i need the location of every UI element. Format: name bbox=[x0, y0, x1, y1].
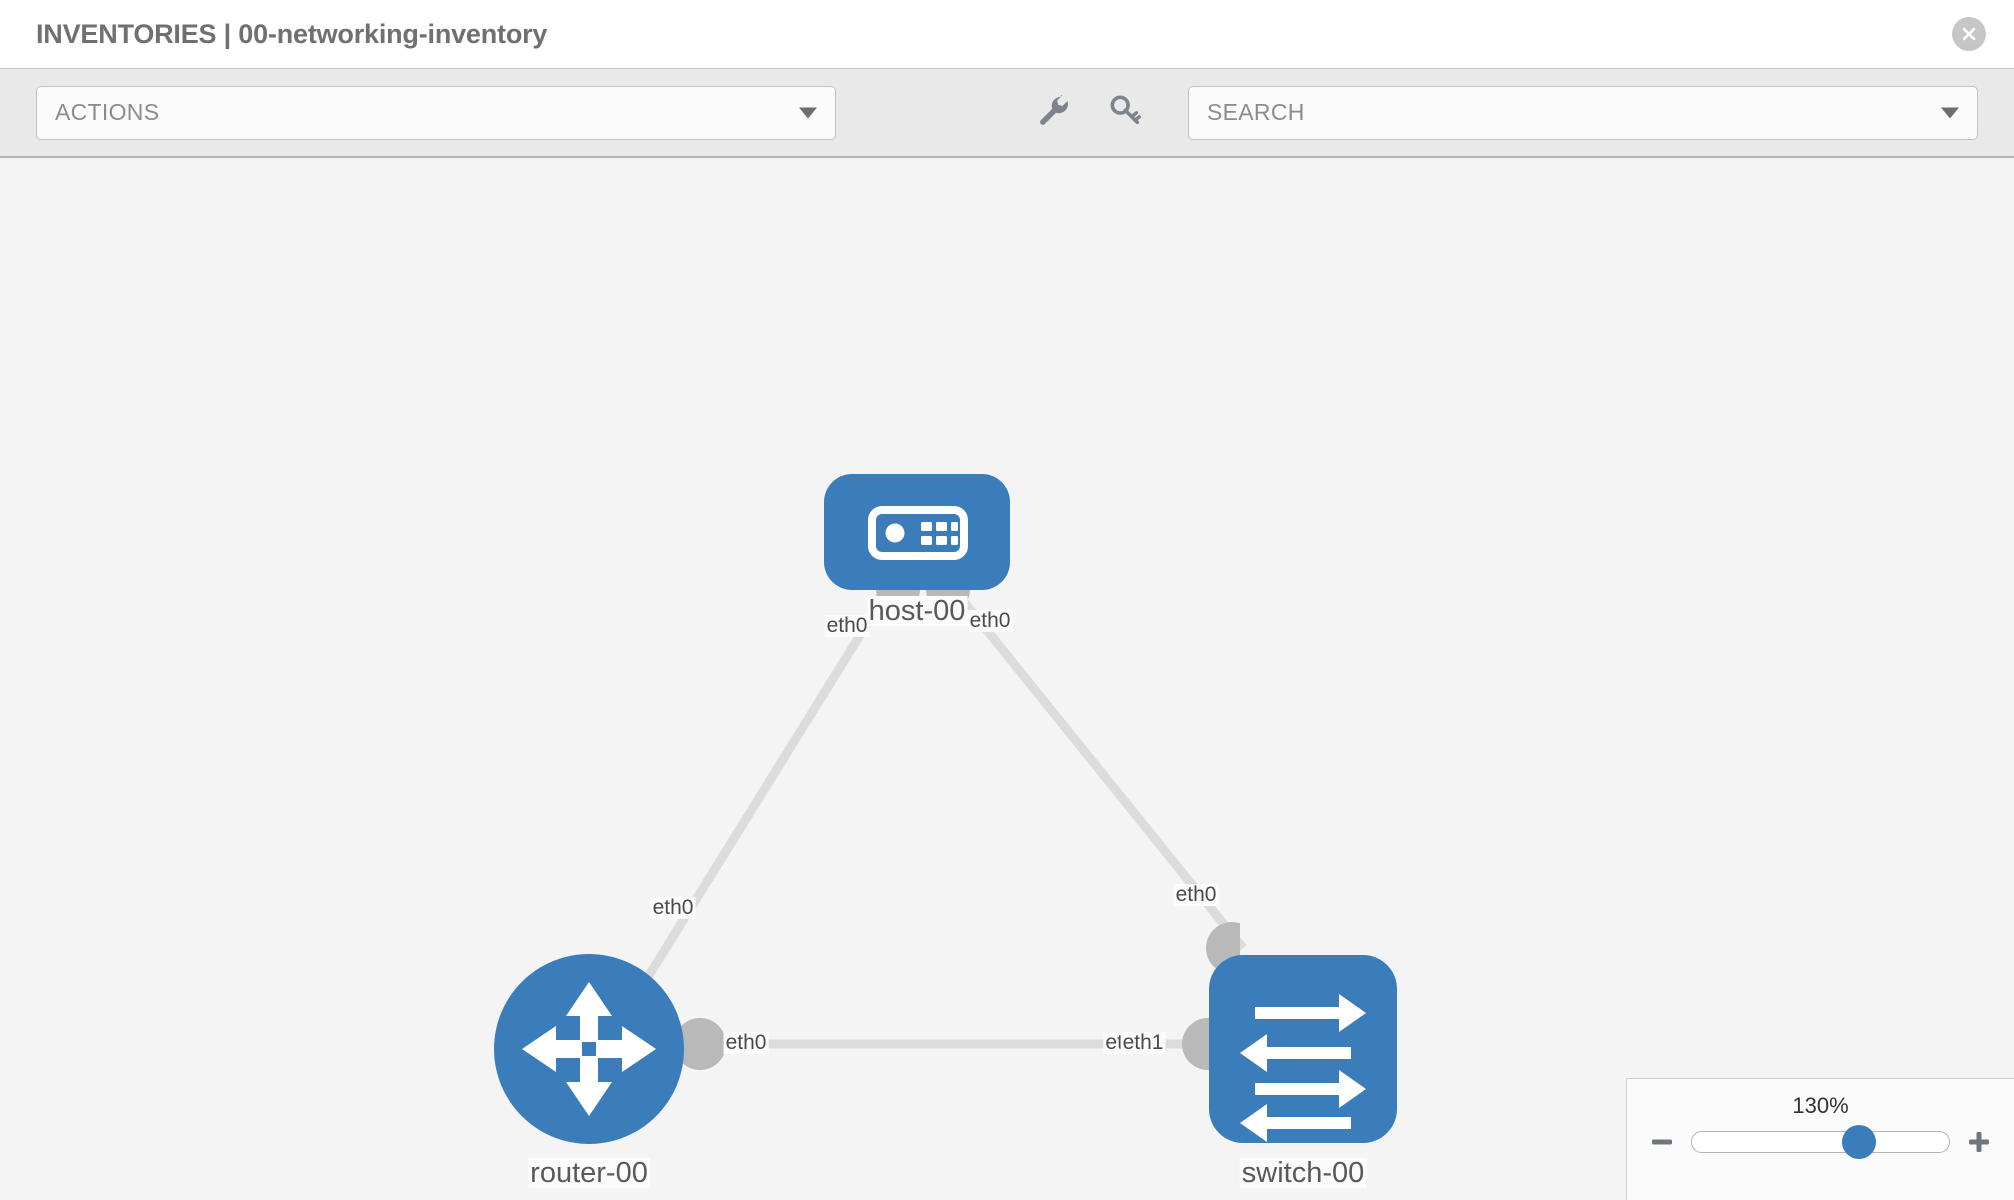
zoom-in-button[interactable] bbox=[1966, 1129, 1992, 1155]
topology-connectors bbox=[676, 576, 1240, 1070]
topology-edges bbox=[626, 579, 1247, 1049]
page-title: INVENTORIES | 00-networking-inventory bbox=[36, 18, 548, 49]
search-placeholder: SEARCH bbox=[1207, 99, 1305, 125]
interface-label: eth0 bbox=[967, 609, 1013, 633]
node-router-00[interactable] bbox=[494, 954, 684, 1144]
page-header: INVENTORIES | 00-networking-inventory bbox=[0, 0, 2014, 68]
zoom-percent-label: 130% bbox=[1792, 1093, 1849, 1118]
chevron-down-icon bbox=[1941, 107, 1959, 118]
zoom-slider-thumb[interactable] bbox=[1842, 1125, 1877, 1159]
chevron-down-icon bbox=[799, 107, 817, 118]
connector-nub bbox=[676, 1018, 726, 1070]
search-input[interactable]: SEARCH bbox=[1188, 85, 1978, 140]
zoom-slider-track[interactable] bbox=[1691, 1125, 1950, 1159]
server-icon bbox=[868, 506, 968, 560]
wrench-icon[interactable] bbox=[1036, 93, 1070, 132]
topology-graph bbox=[494, 474, 1397, 1144]
node-label-switch-00: switch-00 bbox=[1239, 1157, 1367, 1189]
node-switch-00[interactable] bbox=[1209, 955, 1397, 1143]
toolbar-icon-group bbox=[1036, 93, 1142, 132]
node-label-router-00: router-00 bbox=[528, 1157, 650, 1189]
connector-nub bbox=[1182, 1018, 1214, 1070]
router-icon bbox=[522, 982, 656, 1116]
actions-dropdown[interactable]: ACTIONS bbox=[36, 85, 836, 140]
close-icon[interactable] bbox=[1952, 17, 1986, 51]
node-host-00[interactable] bbox=[824, 474, 1010, 590]
interface-label: eth0 bbox=[824, 614, 870, 638]
topology-canvas[interactable]: eth0 eth0 eth0 eth0 eth0 eth eth1 host-0… bbox=[0, 158, 2014, 1200]
zoom-control-panel: 130% bbox=[1626, 1078, 2014, 1200]
interface-label: eth1 bbox=[1120, 1031, 1166, 1055]
actions-dropdown-label: ACTIONS bbox=[55, 99, 160, 125]
edge-host-router bbox=[626, 579, 897, 1009]
interface-label: eth0 bbox=[650, 896, 696, 920]
switch-icon bbox=[1240, 994, 1366, 1142]
toolbar: ACTIONS SEARCH bbox=[0, 68, 2014, 158]
zoom-out-button[interactable] bbox=[1649, 1129, 1675, 1155]
interface-label: eth0 bbox=[723, 1031, 769, 1055]
zoom-slider-row bbox=[1627, 1125, 2014, 1159]
key-icon[interactable] bbox=[1108, 93, 1142, 132]
interface-label: eth0 bbox=[1173, 883, 1219, 907]
node-label-host-00: host-00 bbox=[866, 595, 968, 627]
